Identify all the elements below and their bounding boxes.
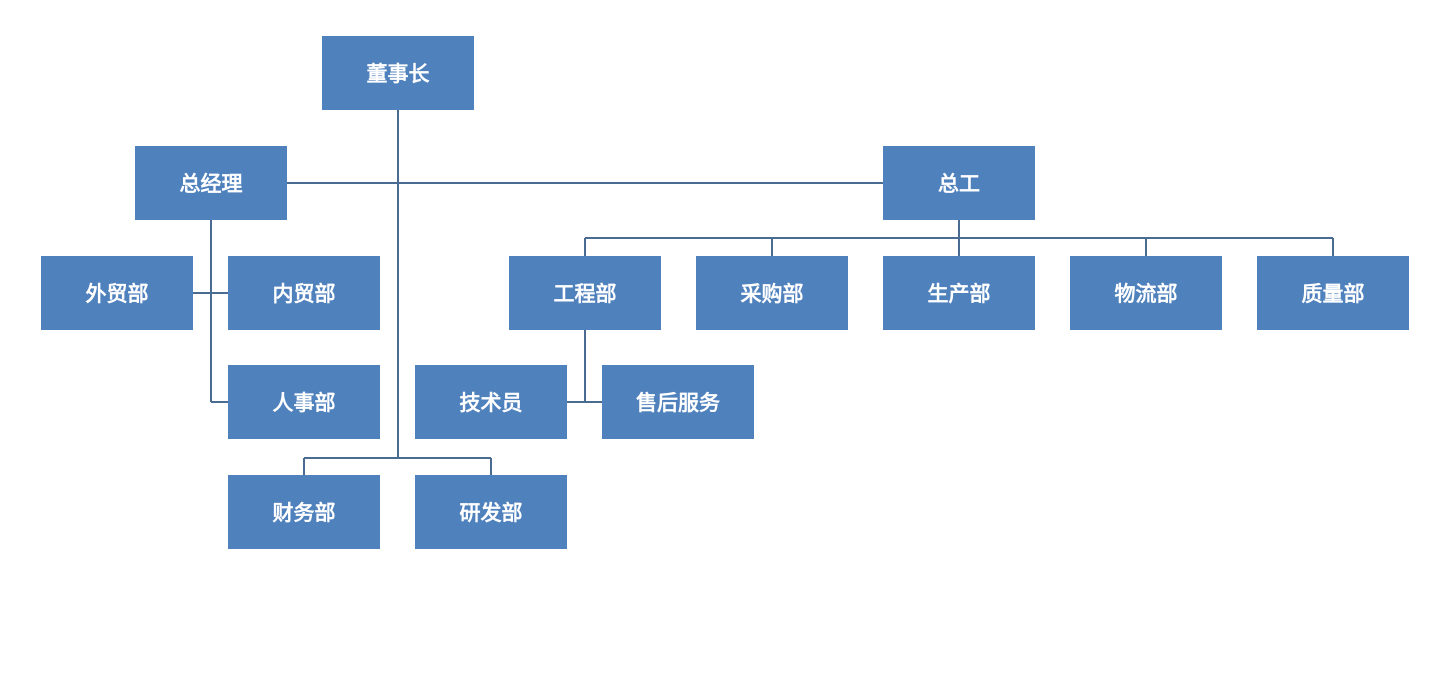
node-foreign-trade[interactable]: 外贸部 [41,256,193,330]
node-domestic-trade[interactable]: 内贸部 [228,256,380,330]
node-label: 质量部 [1301,282,1365,306]
node-finance[interactable]: 财务部 [228,475,380,549]
node-label: 总经理 [179,172,243,196]
node-production[interactable]: 生产部 [883,256,1035,330]
node-rnd[interactable]: 研发部 [415,475,567,549]
node-engineering[interactable]: 工程部 [509,256,661,330]
node-label: 内贸部 [272,282,336,306]
node-label: 采购部 [740,282,804,306]
node-label: 生产部 [927,282,991,306]
node-label: 人事部 [272,391,336,415]
node-hr[interactable]: 人事部 [228,365,380,439]
node-quality[interactable]: 质量部 [1257,256,1409,330]
node-label: 董事长 [366,62,430,86]
node-label: 技术员 [459,391,523,415]
node-general-manager[interactable]: 总经理 [135,146,287,220]
node-after-sales[interactable]: 售后服务 [602,365,754,439]
node-label: 工程部 [553,282,617,306]
node-label: 总工 [938,172,980,196]
node-chief-engineer[interactable]: 总工 [883,146,1035,220]
node-purchasing[interactable]: 采购部 [696,256,848,330]
node-label: 研发部 [459,501,523,525]
node-label: 物流部 [1114,282,1178,306]
node-logistics[interactable]: 物流部 [1070,256,1222,330]
node-label: 外贸部 [85,282,149,306]
node-technician[interactable]: 技术员 [415,365,567,439]
node-chairman[interactable]: 董事长 [322,36,474,110]
node-label: 售后服务 [636,391,720,415]
node-label: 财务部 [272,501,336,525]
